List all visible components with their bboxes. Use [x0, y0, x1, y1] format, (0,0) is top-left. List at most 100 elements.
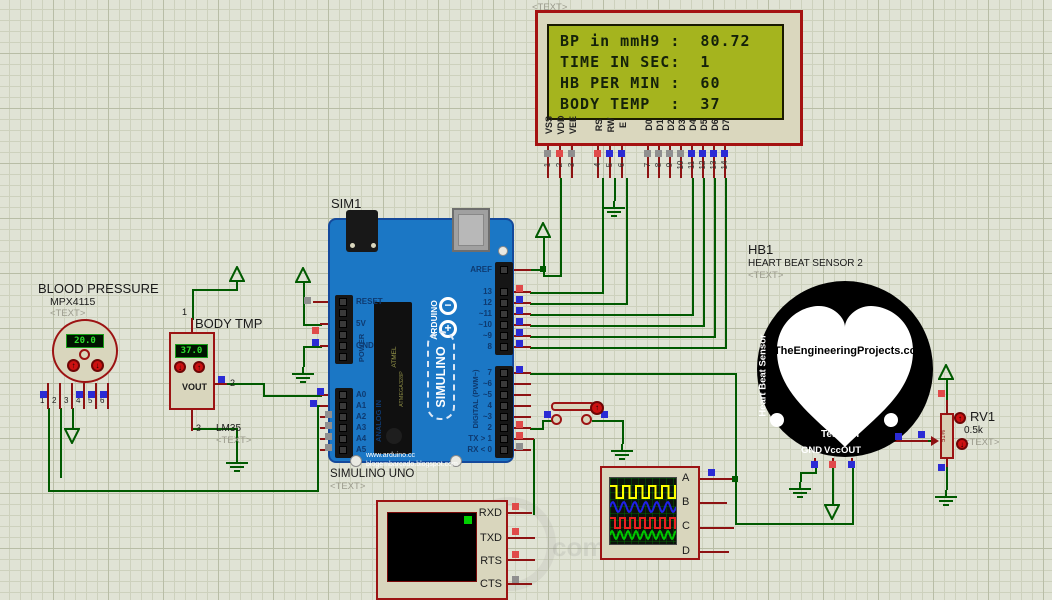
heart-sensor-body[interactable] [757, 281, 933, 457]
pin-header [495, 262, 513, 355]
body-tmp-pin3-label: 3 [196, 423, 202, 433]
state-square [218, 376, 225, 383]
state-square [40, 391, 47, 398]
wire [530, 303, 628, 305]
pin-stub [700, 551, 729, 553]
arduino-pin-label: ~11 [478, 309, 492, 318]
hb-gnd-label: GND [801, 445, 823, 456]
pin-hole [500, 424, 508, 432]
ground-symbol-icon [611, 444, 633, 461]
wire [542, 420, 553, 422]
ground-bar [935, 496, 957, 498]
state-square [811, 461, 818, 468]
lcd-pin-name: VDD [556, 115, 566, 135]
hb-brand-label: TheEngineeringProjects.com [773, 345, 927, 357]
lm35-text-label: <TEXT> [216, 435, 252, 446]
lcd-pin-number: 1 [543, 162, 552, 168]
hb-out-label: OUT [841, 445, 862, 456]
state-square [516, 340, 523, 347]
pin-stub [508, 537, 535, 539]
wire [800, 472, 817, 474]
bp-pin-stub [47, 383, 49, 409]
arduino-pin-label: RX < 0 [467, 445, 492, 454]
simulino-outline [427, 331, 455, 420]
pin-hole [500, 299, 508, 307]
lcd-pin-name: VEE [568, 116, 578, 135]
pin-stub [946, 458, 948, 467]
wire [530, 347, 727, 349]
pin-stub [513, 313, 531, 315]
wire [946, 380, 948, 402]
ground-bar [613, 201, 615, 207]
ground-bar [939, 500, 953, 502]
board-url-2: blogembarcado.blogspot.com [366, 461, 458, 468]
mount-hole [350, 455, 362, 467]
arduino-pin-label: TX > 1 [468, 434, 492, 443]
lcd-pin-stub [680, 146, 682, 178]
bp-title: BLOOD PRESSURE [38, 281, 159, 296]
pin-stub [513, 405, 531, 407]
ground-bar [615, 454, 629, 456]
lcd-pin-stub [724, 146, 726, 178]
pin-stub [513, 416, 531, 418]
state-square [618, 150, 625, 157]
state-square [516, 329, 523, 336]
arduino-board[interactable] [328, 218, 514, 463]
bp-decrease-button[interactable]: ↓ [91, 359, 104, 372]
ground-bar [943, 504, 949, 506]
wire [614, 178, 616, 201]
wire [832, 466, 834, 504]
arduino-pin-label: A1 [356, 401, 367, 410]
pin-hole [339, 309, 347, 317]
pin-hole [339, 446, 347, 454]
body-tmp-title: BODY TMP [195, 316, 263, 331]
bp-sensor-body[interactable] [52, 319, 118, 383]
pin-hole [500, 402, 508, 410]
arduino-pin-label: A0 [356, 390, 367, 399]
bp-increase-button[interactable]: ↑ [67, 359, 80, 372]
wire [926, 440, 934, 442]
arduino-text-label: <TEXT> [330, 481, 366, 492]
wire [303, 283, 305, 326]
ground-bar [296, 377, 310, 379]
state-square [568, 150, 575, 157]
pin-stub [513, 269, 531, 271]
power-down-arrow-icon [823, 504, 841, 522]
state-square [938, 390, 945, 397]
pin-stub [508, 559, 535, 561]
ground-symbol-icon [603, 201, 625, 218]
lcd-pin-stub [547, 146, 549, 178]
rv1-increase-button[interactable]: ↑ [954, 412, 966, 424]
bp-pin-stub [107, 383, 109, 409]
pin-stub [513, 427, 531, 429]
pin-hole [500, 288, 508, 296]
state-square [512, 576, 519, 583]
wire [725, 178, 727, 349]
state-square [312, 327, 319, 334]
state-square [516, 366, 523, 373]
body-tmp-decrease-button[interactable]: ↓ [174, 361, 186, 373]
wire [543, 275, 562, 277]
rv1-decrease-button[interactable]: ↓ [956, 438, 968, 450]
state-square [677, 150, 684, 157]
body-tmp-increase-button[interactable]: ↑ [193, 361, 205, 373]
rv1-pot-body[interactable]: 51% [940, 413, 954, 459]
mount-hole [498, 246, 508, 256]
wire [303, 346, 305, 367]
chip-model-label: ATMEGA328P [399, 371, 405, 407]
lcd-pin-stub [713, 146, 715, 178]
lcd-line: BP in mmH9 : 80.72 [560, 32, 751, 50]
state-square [710, 150, 717, 157]
pin-stub [191, 318, 193, 333]
ground-bar [236, 456, 238, 462]
arduino-pin-label: 4 [487, 401, 492, 410]
power-arrow-icon [228, 264, 246, 282]
arduino-pin-label: A4 [356, 434, 367, 443]
state-square [556, 150, 563, 157]
wire-junction [540, 266, 546, 272]
state-square [516, 318, 523, 325]
lcd-pin-name: D2 [666, 119, 676, 131]
wire [560, 178, 562, 277]
push-button-actuator[interactable]: ↑ [590, 401, 604, 415]
ground-bar [603, 207, 625, 209]
